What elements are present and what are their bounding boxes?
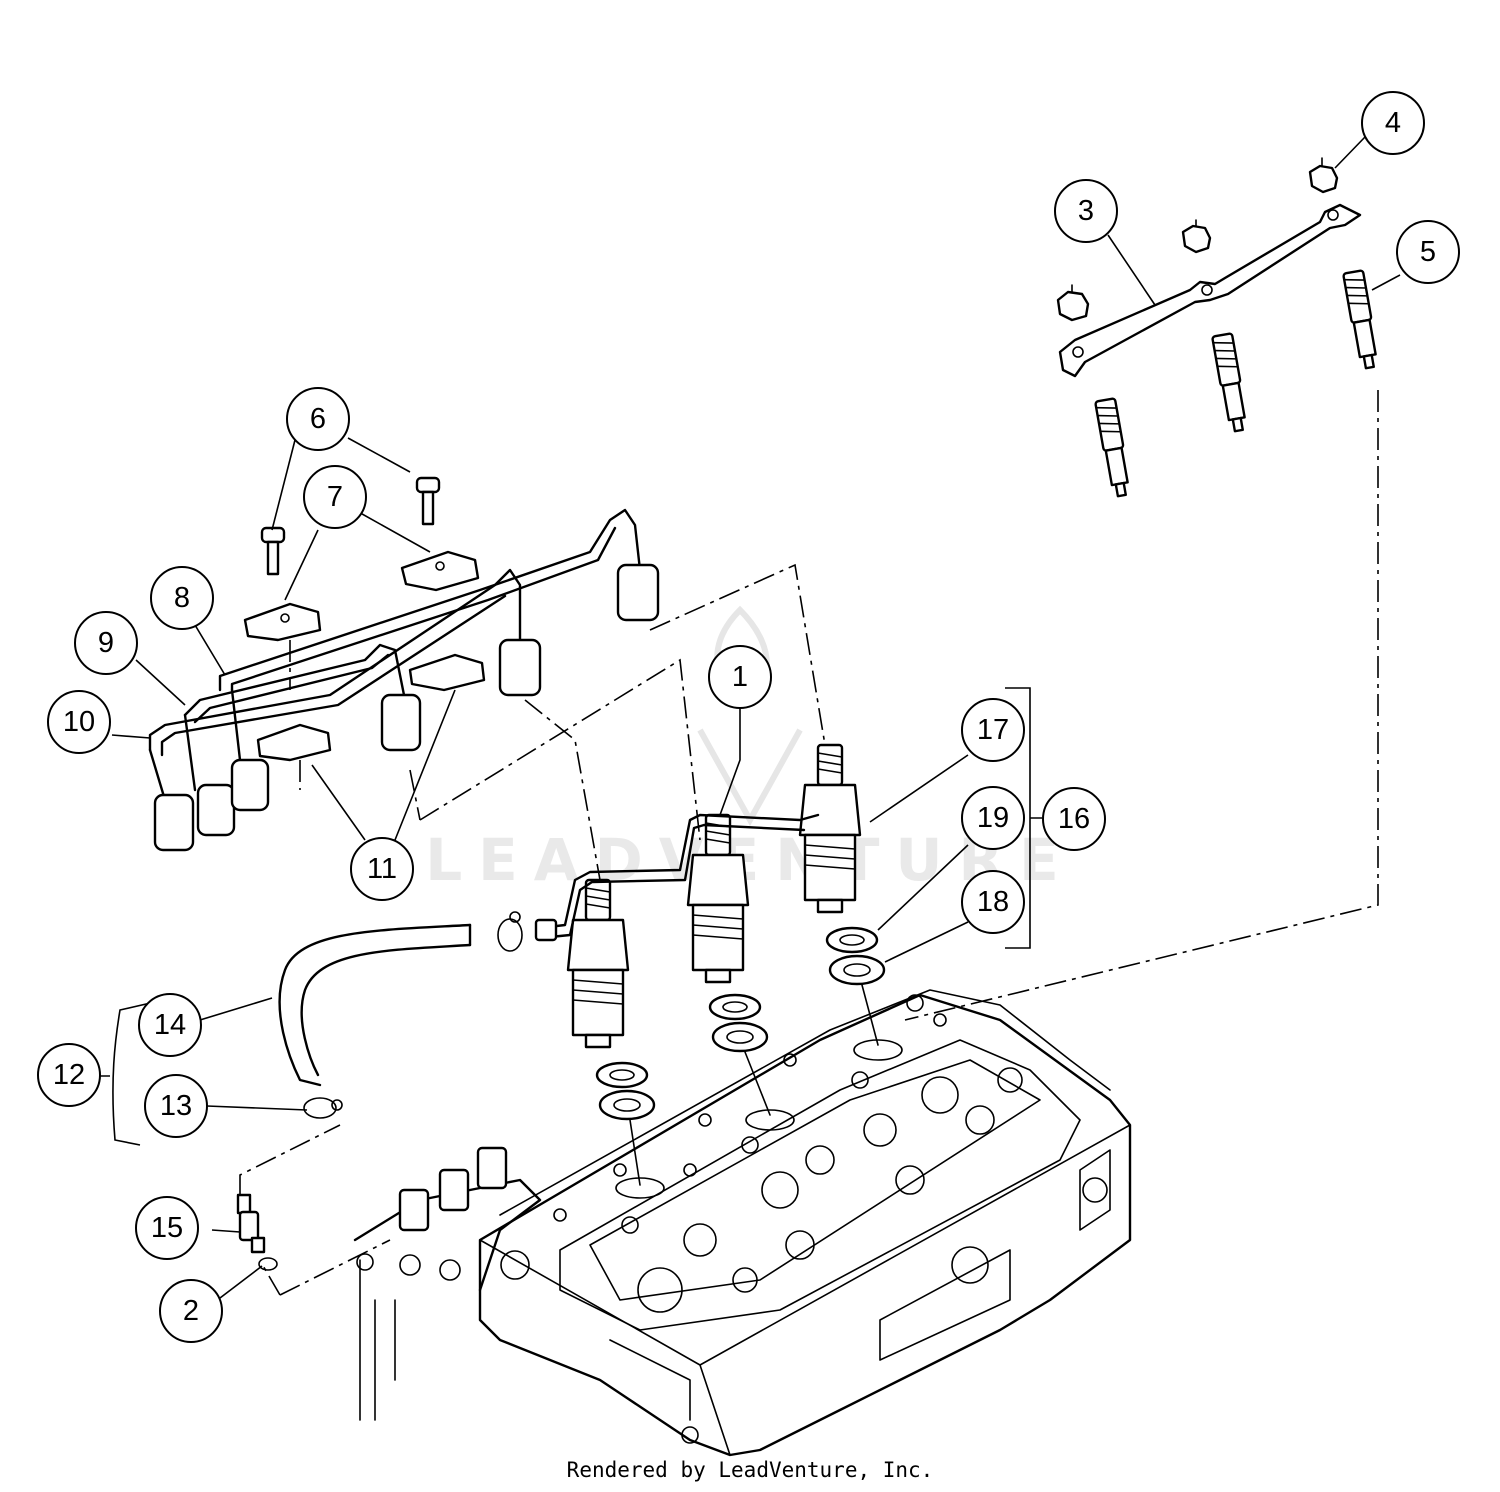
callout-16: 16	[1042, 787, 1106, 851]
callout-14: 14	[138, 993, 202, 1057]
callout-18: 18	[961, 870, 1025, 934]
callout-5-label: 5	[1420, 236, 1436, 268]
injection-nozzles	[566, 743, 862, 1049]
hose-joint-bolt	[236, 1193, 266, 1254]
callout-2-label: 2	[183, 1295, 199, 1327]
callout-12-label: 12	[53, 1059, 85, 1091]
footer-credit: Rendered by LeadVenture, Inc.	[566, 1458, 934, 1482]
callout-13: 13	[144, 1074, 208, 1138]
callout-7: 7	[303, 465, 367, 529]
gasket	[258, 1257, 278, 1271]
callout-17-label: 17	[977, 714, 1009, 746]
callout-3-label: 3	[1078, 195, 1094, 227]
glow-plugs	[1094, 269, 1377, 498]
callout-17: 17	[961, 698, 1025, 762]
callout-6-label: 6	[310, 403, 326, 435]
callout-19: 19	[961, 786, 1025, 850]
callout-4-label: 4	[1385, 107, 1401, 139]
callout-9: 9	[74, 611, 138, 675]
cylinder-head	[353, 989, 1132, 1457]
clamp-bolts	[260, 476, 441, 576]
callout-11-label: 11	[367, 853, 397, 885]
callout-10-label: 10	[63, 706, 95, 738]
callout-19-label: 19	[977, 802, 1009, 834]
callout-2: 2	[159, 1279, 223, 1343]
alignment-lines	[239, 390, 1379, 1296]
callout-10: 10	[47, 690, 111, 754]
callout-4: 4	[1361, 91, 1425, 155]
leak-off-pipe	[534, 813, 820, 942]
callout-8: 8	[150, 566, 214, 630]
hose-clamps	[303, 911, 523, 1119]
callout-1: 1	[708, 645, 772, 709]
leader-lines	[100, 136, 1401, 1299]
callout-15: 15	[135, 1196, 199, 1260]
callout-14-label: 14	[154, 1009, 186, 1041]
callout-7-label: 7	[327, 481, 343, 513]
callout-12: 12	[37, 1043, 101, 1107]
callout-3: 3	[1054, 179, 1118, 243]
pipe-nuts	[153, 563, 660, 852]
nozzle-washers	[595, 926, 886, 1121]
callout-13-label: 13	[160, 1090, 192, 1122]
pipe-clamps	[243, 550, 486, 762]
callout-8-label: 8	[174, 582, 190, 614]
callout-6: 6	[286, 387, 350, 451]
bus-bar-nuts	[1056, 157, 1339, 322]
callout-1-label: 1	[732, 661, 748, 693]
glow-plug-bus-bar	[1058, 203, 1362, 378]
fuel-hose	[278, 923, 472, 1087]
callout-15-label: 15	[151, 1212, 183, 1244]
watermark-logo	[697, 605, 803, 827]
injection-pipes	[148, 508, 642, 802]
callout-16-label: 16	[1058, 803, 1090, 835]
callout-18-label: 18	[977, 886, 1009, 918]
callout-9-label: 9	[98, 627, 114, 659]
callout-5: 5	[1396, 220, 1460, 284]
callout-11: 11	[350, 837, 414, 901]
